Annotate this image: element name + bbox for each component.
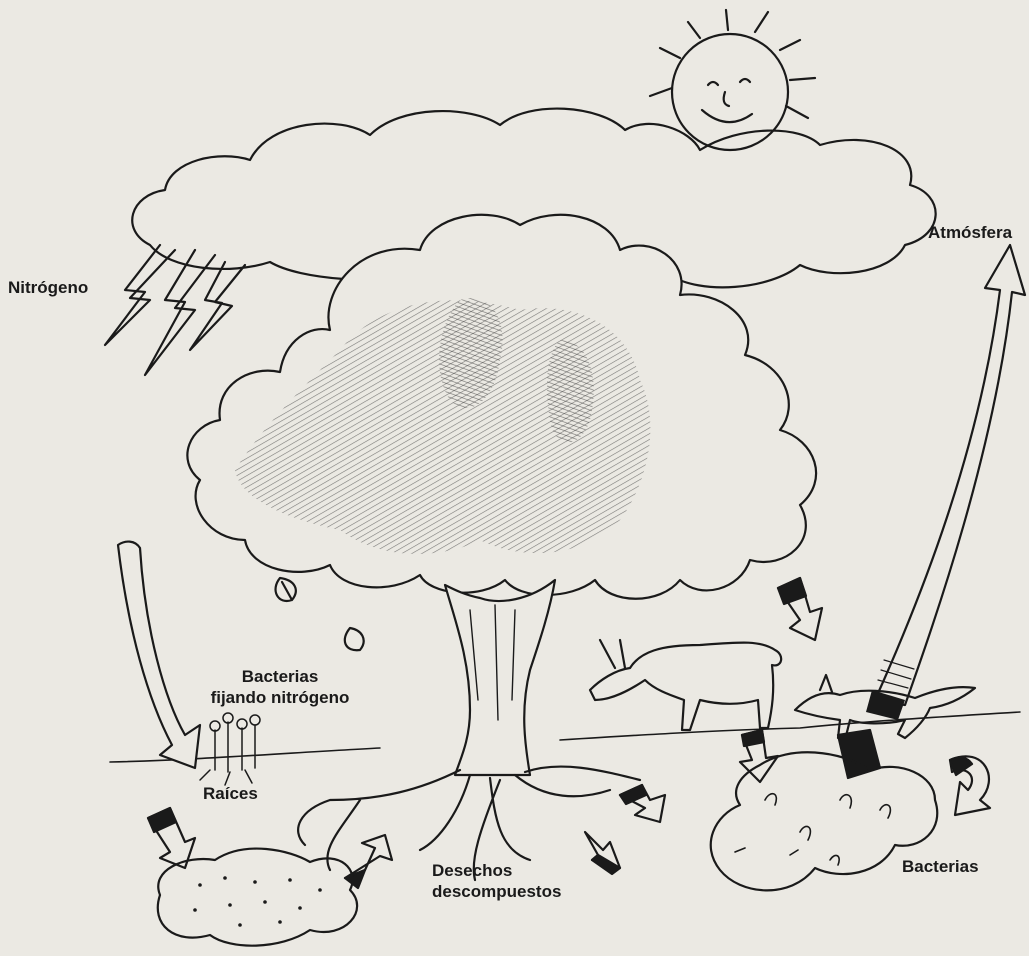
falling-leaf: [345, 628, 364, 650]
lightning-icon: [105, 245, 245, 375]
bacteria-fixing-label-line2: fijando nitrógeno: [188, 687, 372, 708]
decomposed-waste-label: Desechos descompuestos: [432, 860, 582, 902]
roots-label: Raíces: [203, 783, 258, 804]
decomposed-waste-label-line2: descompuestos: [432, 881, 582, 902]
bacteria-label: Bacterias: [902, 856, 979, 877]
decomposed-waste-label-line1: Desechos: [432, 860, 582, 881]
bacteria-fixing-label: Bacterias fijando nitrógeno: [188, 666, 372, 708]
bacteria-fixing-label-line1: Bacterias: [188, 666, 372, 687]
nitrogen-label: Nitrógeno: [8, 277, 88, 298]
falling-leaf: [276, 578, 296, 601]
ground-line: [110, 712, 1020, 762]
deer-figure: [590, 640, 781, 730]
arrow-up-atmosphere: [875, 245, 1025, 705]
small-arrows: [148, 578, 990, 888]
atmosphere-label: Atmósfera: [928, 222, 1012, 243]
arrow-down-left: [118, 542, 200, 768]
tree-trunk: [445, 580, 555, 775]
plants-icon: [200, 713, 260, 785]
